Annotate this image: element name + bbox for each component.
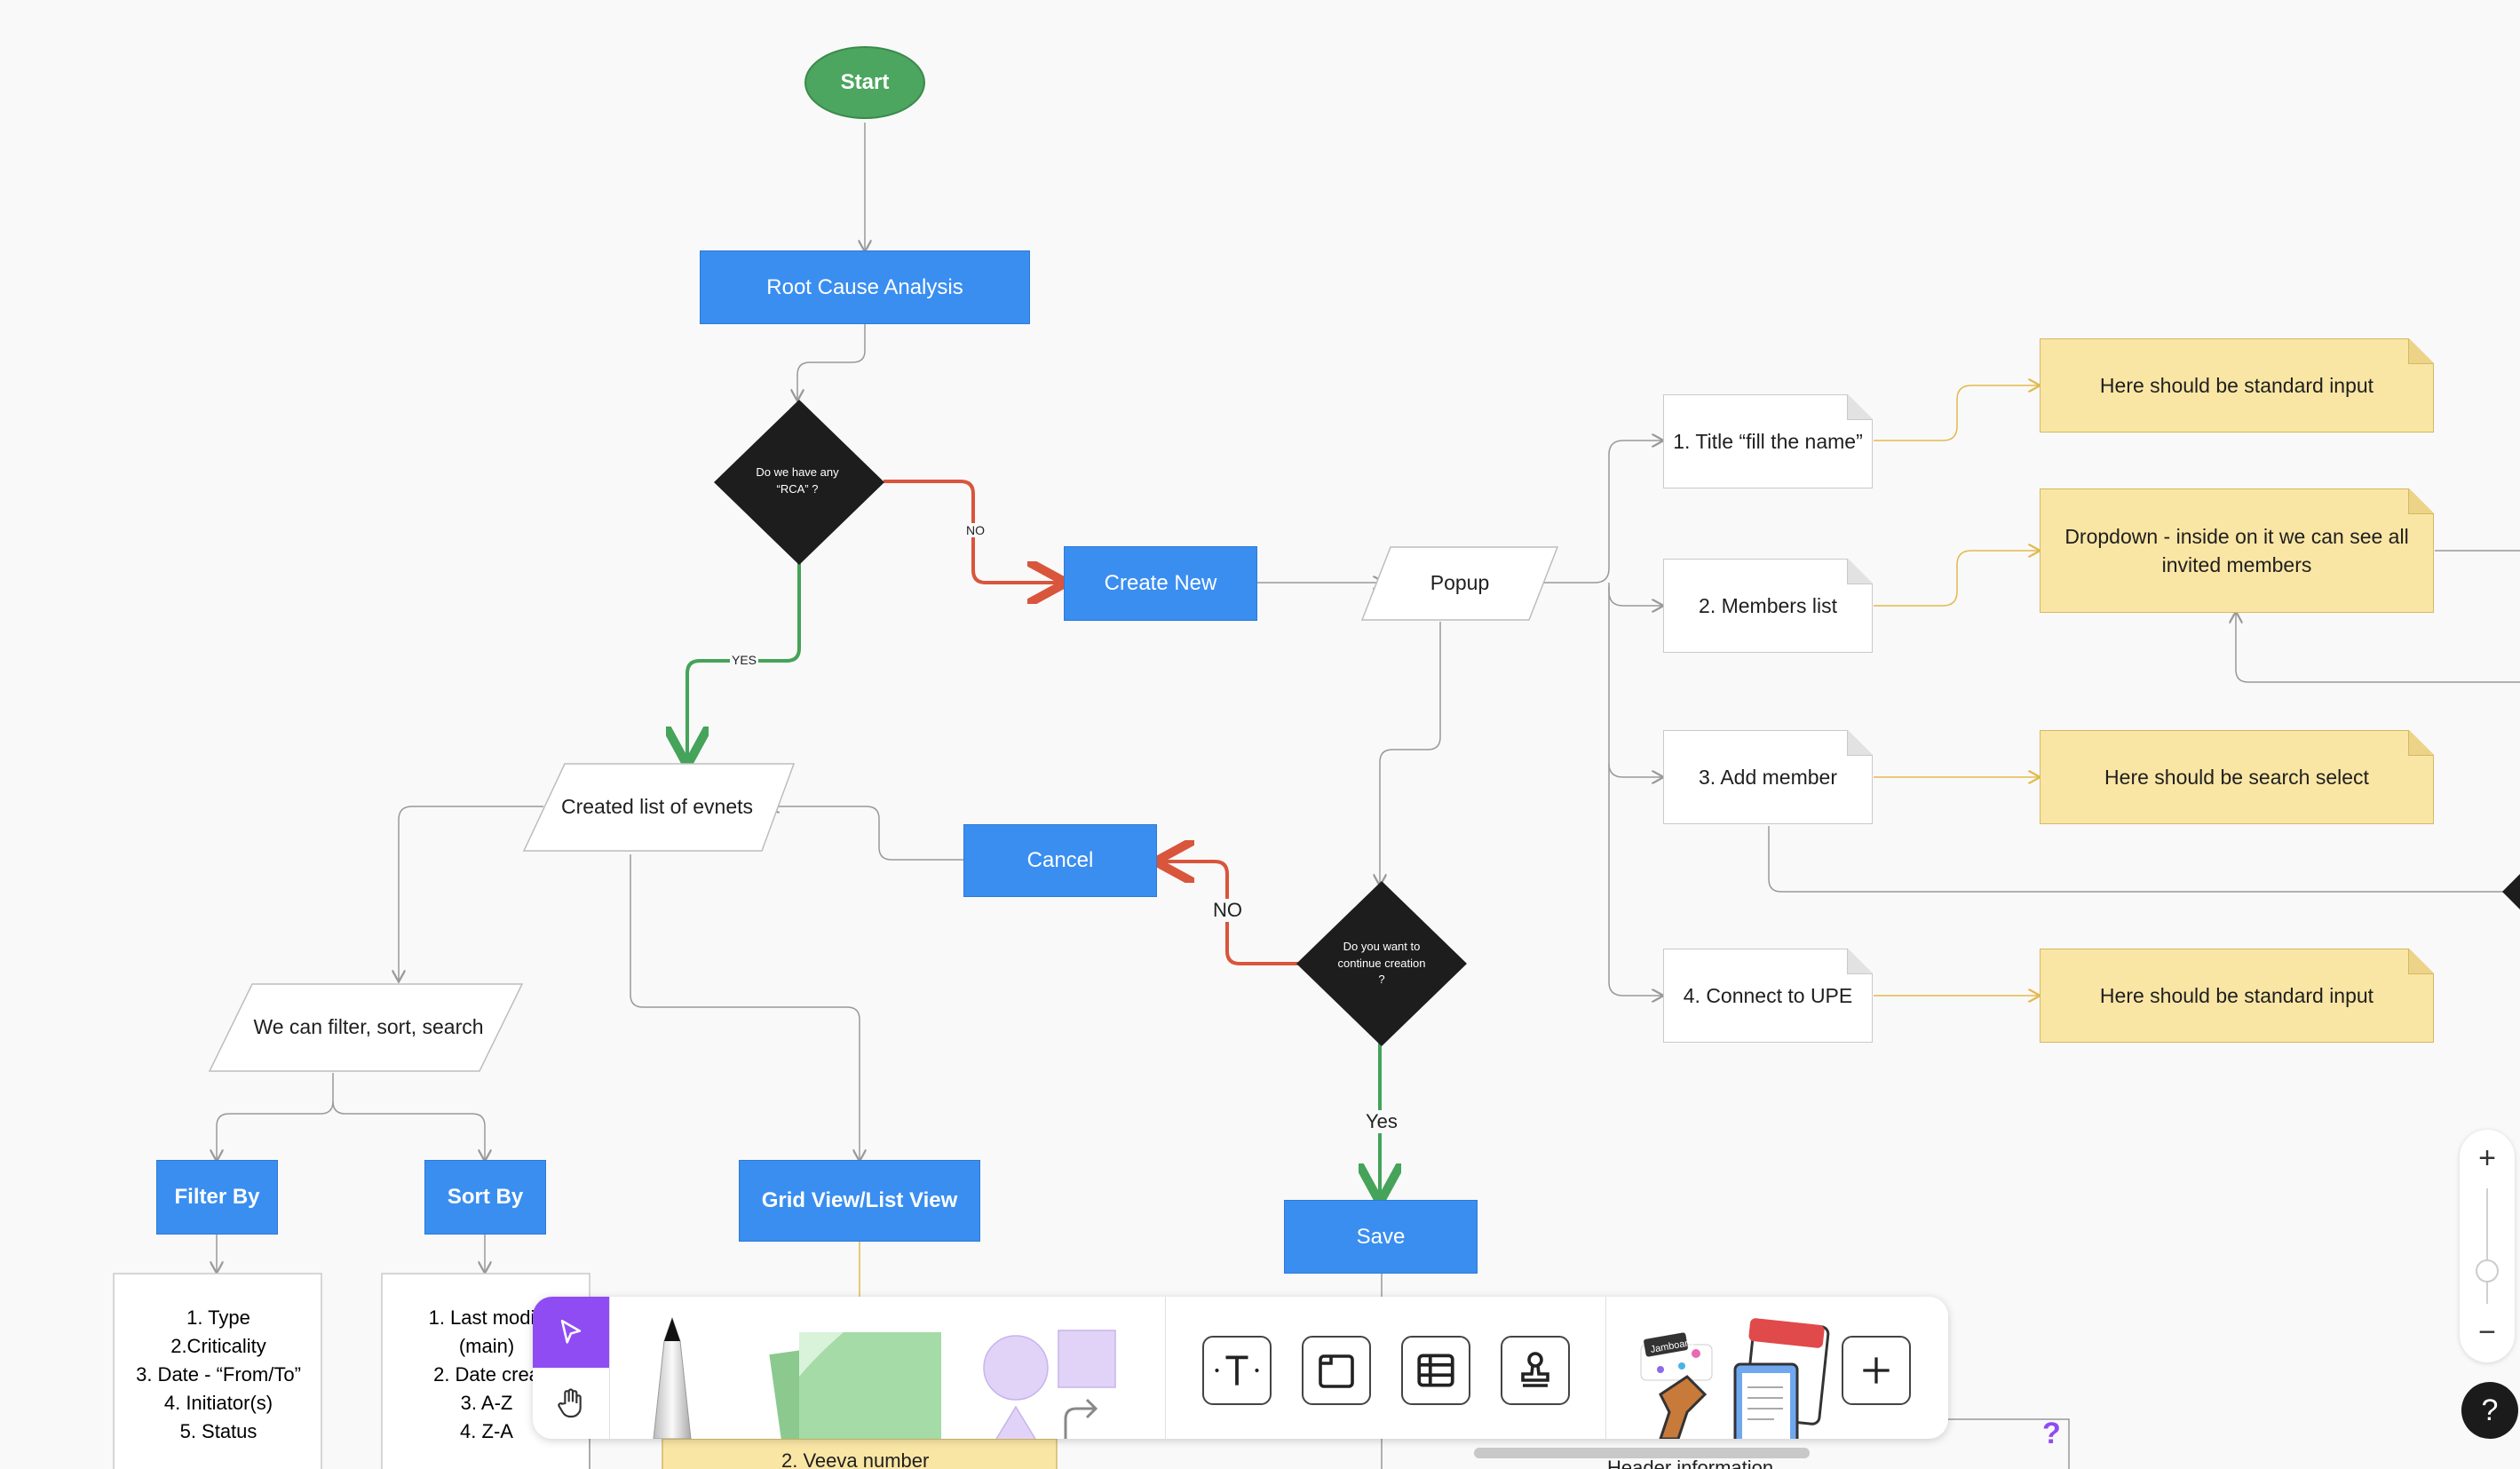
grid-list-view-node[interactable]: Grid View/List View [739, 1160, 980, 1242]
list-item: (main) [458, 1334, 515, 1357]
jamboard-plugin-button[interactable]: Jamboard [1634, 1332, 1732, 1439]
shapes-icon [983, 1330, 1116, 1439]
notepad-icon [1733, 1318, 1830, 1439]
add-member-node[interactable]: 3. Add member [1663, 730, 1873, 824]
hand-tool-button[interactable] [533, 1368, 609, 1439]
list-item: 1. Type [186, 1306, 250, 1329]
created-list-node[interactable]: Created list of evnets [560, 795, 754, 819]
connect-upe-node[interactable]: 4. Connect to UPE [1663, 949, 1873, 1043]
zoom-control: + − [2460, 1130, 2515, 1362]
filter-sort-search-node[interactable]: We can filter, sort, search [253, 1015, 484, 1039]
plus-icon [1863, 1357, 1890, 1384]
dropdown-note[interactable]: Dropdown - inside on it we can see all i… [2040, 488, 2434, 613]
diamond1-shape [714, 400, 884, 565]
partial-note-label: 2. Veeva number [781, 1449, 930, 1469]
no-label-2: NO [1211, 899, 1244, 922]
diamond2-shape [1296, 881, 1467, 1046]
frame-tool-button[interactable] [1302, 1336, 1371, 1405]
more-tools-button[interactable] [1842, 1336, 1911, 1405]
standard-input-note-2[interactable]: Here should be standard input [2040, 949, 2434, 1043]
zoom-out-button[interactable]: − [2478, 1315, 2496, 1349]
yes-label: YES [730, 653, 759, 667]
rca-node[interactable]: Root Cause Analysis [700, 250, 1030, 324]
sticky-note-tool-button[interactable] [764, 1323, 959, 1439]
zoom-slider-handle[interactable] [2476, 1259, 2499, 1282]
save-node[interactable]: Save [1284, 1200, 1478, 1274]
sort-by-node[interactable]: Sort By [424, 1160, 546, 1235]
cancel-node[interactable]: Cancel [963, 824, 1157, 897]
list-item: 3. A-Z [460, 1391, 513, 1414]
list-item: 5. Status [179, 1419, 258, 1442]
list-item: 1. Last modifi [428, 1306, 545, 1329]
filter-by-node[interactable]: Filter By [156, 1160, 278, 1235]
filter-shape [208, 983, 524, 1072]
standard-input-note[interactable]: Here should be standard input [2040, 338, 2434, 433]
stamp-tool-button[interactable] [1501, 1336, 1570, 1405]
hand-icon [558, 1388, 582, 1418]
list-item: 2. Date crea [433, 1362, 540, 1386]
horizontal-scrollbar[interactable] [1474, 1448, 1810, 1458]
help-cursor-icon: ? [2042, 1417, 2061, 1450]
filter-options-list[interactable]: 1. Type 2.Criticality 3. Date - “From/To… [115, 1304, 321, 1469]
sticky-note-icon [769, 1332, 941, 1439]
select-tool-button[interactable] [533, 1297, 609, 1368]
no-label: NO [964, 523, 987, 537]
diamond2-label[interactable]: Do you want to continue creation ? [1337, 939, 1426, 987]
search-select-note[interactable]: Here should be search select [2040, 730, 2434, 824]
table-icon [1417, 1354, 1454, 1387]
text-tool-button[interactable] [1202, 1336, 1272, 1405]
list-item: 4. Z-A [460, 1419, 513, 1442]
popup-node[interactable]: Popup [1430, 571, 1490, 595]
partial-label-2: Header information [1607, 1457, 1774, 1469]
bottom-toolbar: Jamboard [533, 1297, 1948, 1439]
members-list-node[interactable]: 2. Members list [1663, 559, 1873, 653]
list-item: 3. Date - “From/To” [136, 1362, 301, 1386]
zoom-in-button[interactable]: + [2478, 1141, 2496, 1175]
select-arrow-icon [560, 1319, 582, 1344]
created-list-shape [522, 763, 796, 852]
yes-label-2: Yes [1364, 1110, 1399, 1133]
diamond1-label[interactable]: Do we have any “RCA” ? [756, 465, 839, 496]
sort-options-list[interactable]: 1. Last modifi (main) 2. Date crea 3. A-… [384, 1304, 590, 1469]
jamboard-icon: Jamboard [1640, 1332, 1713, 1439]
table-tool-button[interactable] [1401, 1336, 1470, 1405]
list-item: 4. Initiator(s) [163, 1391, 273, 1414]
shapes-tool-button[interactable] [977, 1314, 1128, 1439]
list-item: 2.Criticality [170, 1334, 266, 1357]
zoom-slider-track[interactable] [2486, 1188, 2488, 1304]
stamp-icon [1521, 1352, 1549, 1387]
popup-shape [1360, 546, 1559, 621]
title-fill-node[interactable]: 1. Title “fill the name” [1663, 394, 1873, 488]
notes-plugin-button[interactable] [1728, 1311, 1835, 1439]
start-node[interactable]: Start [804, 46, 925, 119]
pen-icon [653, 1316, 692, 1439]
text-icon [1215, 1355, 1259, 1386]
help-button[interactable]: ? [2461, 1382, 2518, 1439]
pen-tool-button[interactable] [632, 1314, 712, 1439]
create-new-node[interactable]: Create New [1064, 546, 1257, 621]
frame-icon [1319, 1354, 1354, 1388]
